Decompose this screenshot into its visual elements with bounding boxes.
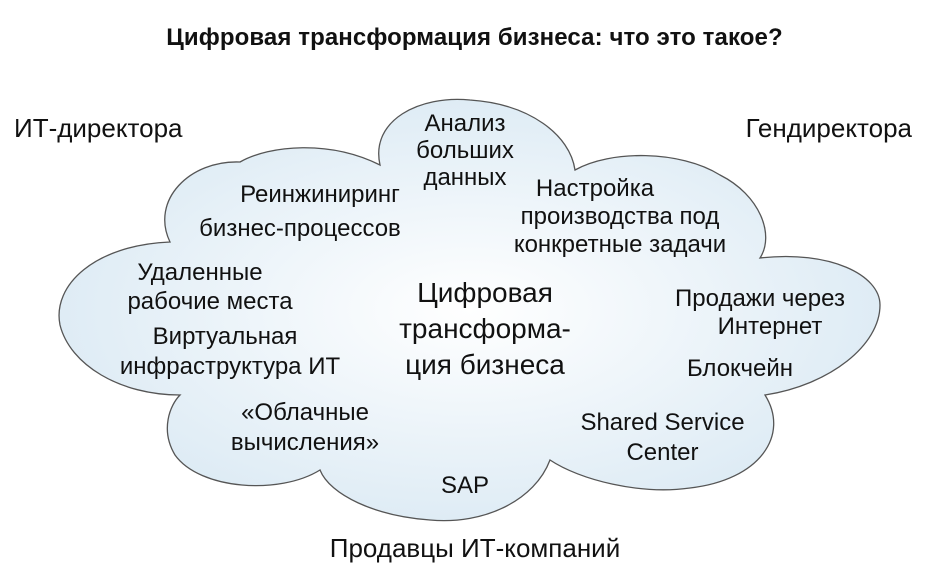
topic-production-tuning: Настройка производства под конкретные за… — [480, 175, 760, 259]
topic-remote-workplaces-line: рабочие места — [127, 288, 293, 315]
topic-cloud-computing-line: «Облачные — [241, 399, 369, 426]
cloud-center-line: ция бизнеса — [405, 349, 565, 380]
topic-sap: SAP — [410, 472, 520, 499]
label-it-directors: ИТ-директора — [14, 113, 183, 143]
topic-blockchain-line: Блокчейн — [686, 355, 794, 382]
label-it-vendors: Продавцы ИТ-компаний — [329, 533, 621, 563]
cloud-center-line: трансформа- — [399, 313, 571, 344]
topic-reengineering-line: Реинжиниринг — [240, 181, 400, 208]
topic-cloud-computing: «Облачные вычисления» — [200, 398, 410, 458]
topic-virtual-infrastructure: Виртуальная инфраструктура ИТ — [90, 322, 370, 382]
topic-production-tuning-line: конкретные задачи — [513, 231, 727, 258]
topic-production-tuning-line: производства под — [520, 203, 720, 230]
topic-remote-workplaces: Удаленные рабочие места — [90, 258, 330, 316]
topic-reengineering-line: бизнес-процессов — [199, 215, 401, 242]
topic-online-sales-line: Интернет — [717, 313, 823, 340]
topic-big-data-line: больших — [416, 137, 514, 164]
topic-shared-service-center-line: Center — [626, 439, 699, 466]
topic-big-data-line: Анализ — [424, 110, 506, 137]
topic-online-sales-line: Продажи через — [675, 285, 845, 312]
cloud-center-label: Цифровая трансформа- ция бизнеса — [370, 275, 600, 383]
topic-remote-workplaces-line: Удаленные — [137, 259, 263, 286]
topic-virtual-infrastructure-line: Виртуальная — [152, 323, 298, 350]
topic-virtual-infrastructure-line: инфраструктура ИТ — [119, 353, 341, 380]
topic-shared-service-center-line: Shared Service — [580, 409, 745, 436]
cloud-outline — [58, 98, 881, 522]
topic-reengineering: Реинжиниринг бизнес-процессов — [170, 178, 430, 246]
topic-online-sales: Продажи через Интернет — [640, 285, 880, 341]
topic-big-data-line: данных — [423, 164, 507, 191]
cloud-center-line: Цифровая — [417, 277, 553, 308]
topic-cloud-computing-line: вычисления» — [230, 429, 380, 456]
topic-big-data: Анализ больших данных — [390, 110, 540, 191]
topic-shared-service-center: Shared Service Center — [550, 408, 775, 468]
diagram-title: Цифровая трансформация бизнеса: что это … — [166, 24, 783, 51]
topic-blockchain: Блокчейн — [640, 355, 840, 382]
label-ceos: Гендиректора — [745, 113, 912, 143]
topic-sap-line: SAP — [440, 472, 490, 499]
topic-production-tuning-line: Настройка — [535, 175, 655, 202]
